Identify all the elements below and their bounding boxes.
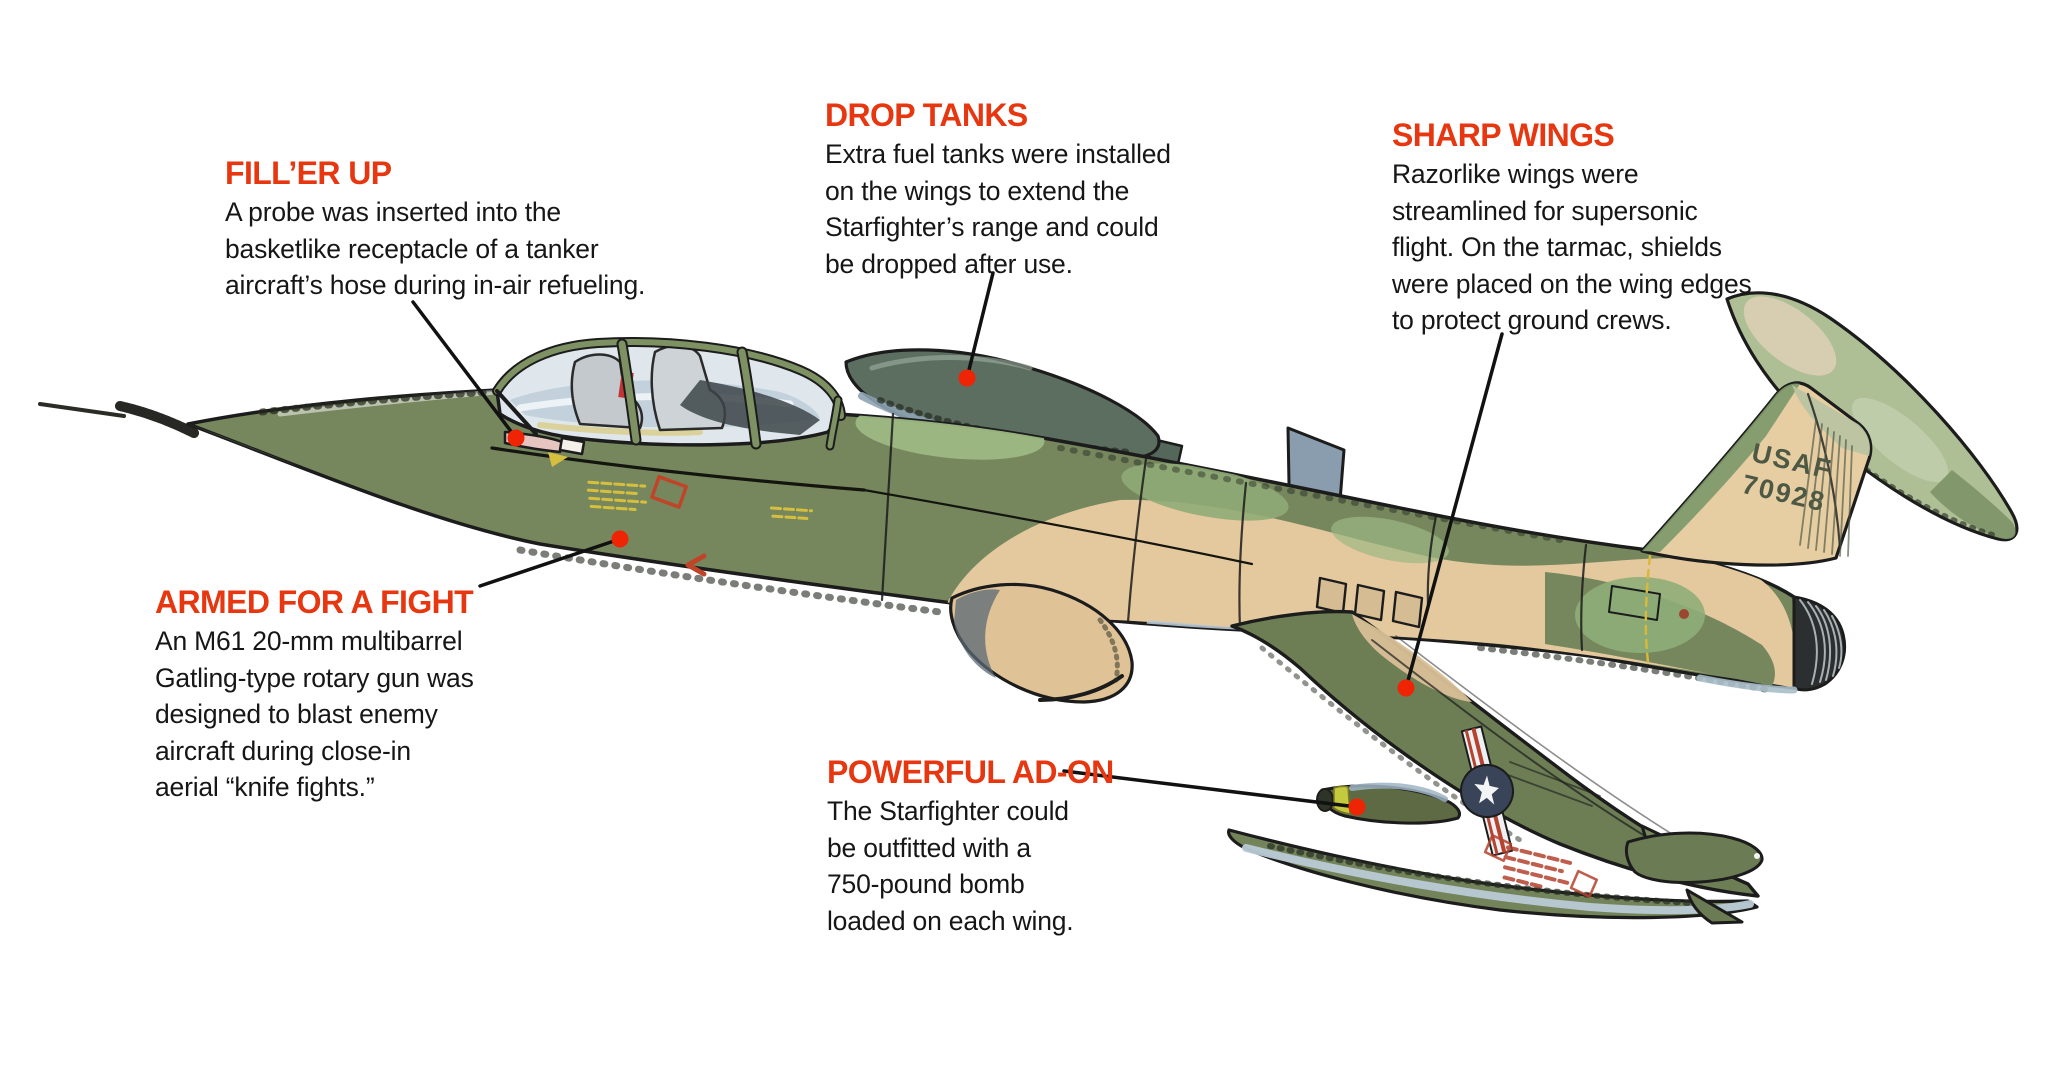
fin-hatching <box>1799 419 1853 557</box>
panel-lines <box>880 412 1588 652</box>
camo-light-patch-4 <box>1575 577 1705 653</box>
callout-body: An M61 20-mm multibarrel Gatling-type ro… <box>155 626 474 802</box>
callout-title: POWERFUL AD-ON <box>827 754 1114 790</box>
yellow-arrow-marking <box>548 452 568 467</box>
exhaust-nozzle <box>1696 595 1847 694</box>
callout-body: A probe was inserted into the basketlike… <box>225 197 646 300</box>
rudder-line <box>1806 392 1842 550</box>
callout-sharp-wings: SHARP WINGS Razorlike wings were streaml… <box>1392 116 1752 339</box>
wingtip-tank <box>1624 824 1764 925</box>
yellow-stencil-text <box>586 480 813 520</box>
wing-star-insignia <box>1460 725 1514 857</box>
callout-armed-for-a-fight: ARMED FOR A FIGHT An M61 20-mm multibarr… <box>155 583 474 806</box>
bomb-yellow-band <box>1333 785 1351 815</box>
leader-line-drop-tanks <box>965 271 995 380</box>
wing-tan-patch <box>1352 614 1472 702</box>
callout-powerful-ad-on: POWERFUL AD-ON The Starfighter could be … <box>827 753 1114 939</box>
callout-body: The Starfighter could be outfitted with … <box>827 796 1074 936</box>
intake-bulge <box>949 582 1134 704</box>
belly-hatching <box>516 546 944 616</box>
stabilizer-tan-patch <box>1743 296 1837 376</box>
leader-line-powerful-ad-on <box>1062 769 1359 809</box>
stabilizer-tip-patch <box>1930 470 2016 540</box>
leader-line-armed-for-a-fight <box>478 537 622 588</box>
red-stencil-emblem <box>650 475 688 509</box>
callout-title: ARMED FOR A FIGHT <box>155 584 474 620</box>
callout-title: FILL’ER UP <box>225 155 392 191</box>
pilot-front <box>570 353 644 430</box>
leader-lines <box>411 271 1504 809</box>
canopy-frames <box>492 337 846 451</box>
spine-rod-line <box>862 488 1254 566</box>
marker-dot-sharp-wings <box>1397 679 1415 697</box>
marker-dot-drop-tanks <box>958 369 976 387</box>
leader-line-fill-er-up <box>411 300 518 440</box>
marker-dot-armed-for-a-fight <box>611 530 629 548</box>
wing-red-stencils <box>1483 833 1599 898</box>
nose-hatching <box>258 388 496 416</box>
bomb-top-sheen <box>1349 782 1448 802</box>
canopy-rail-line <box>490 446 866 492</box>
callout-drop-tanks: DROP TANKS Extra fuel tanks were install… <box>825 96 1171 282</box>
camo-light-patch-3 <box>1331 516 1449 564</box>
flap-hatching <box>1267 843 1693 906</box>
marker-dots <box>507 369 1415 816</box>
bomb-nose-cap <box>1316 788 1334 812</box>
red-service-dot <box>1679 609 1689 619</box>
canopy-group <box>492 337 846 451</box>
callout-title: SHARP WINGS <box>1392 117 1615 153</box>
spine-hatching <box>1057 445 1563 543</box>
callout-body: Extra fuel tanks were installed on the w… <box>825 139 1171 279</box>
near-wing-group <box>1227 609 1764 925</box>
drop-tank-top-sheen <box>869 355 1033 371</box>
red-stencil-chevron <box>685 553 707 577</box>
callout-fill-er-up: FILL’ER UP A probe was inserted into the… <box>225 154 645 304</box>
vertical-fin <box>1640 381 1873 567</box>
aft-belly-hatching <box>1477 645 1771 693</box>
leader-line-sharp-wings <box>1404 332 1504 690</box>
tail-group: USAF 70928 <box>1640 291 2019 694</box>
camo-light-patch-2 <box>1121 463 1289 521</box>
marker-dot-powerful-ad-on <box>1348 798 1366 816</box>
fin-leading-green-band <box>1642 383 1800 552</box>
pitot-tube <box>38 401 199 438</box>
callout-body: Razorlike wings were streamlined for sup… <box>1392 159 1752 335</box>
nozzle-lip-blue <box>1696 674 1798 694</box>
marker-dot-fill-er-up <box>507 429 525 447</box>
stabilizer-sage-patch <box>1851 397 1949 483</box>
callout-title: DROP TANKS <box>825 97 1028 133</box>
canopy-streak-yellow <box>537 422 703 436</box>
fuselage <box>186 388 1799 704</box>
